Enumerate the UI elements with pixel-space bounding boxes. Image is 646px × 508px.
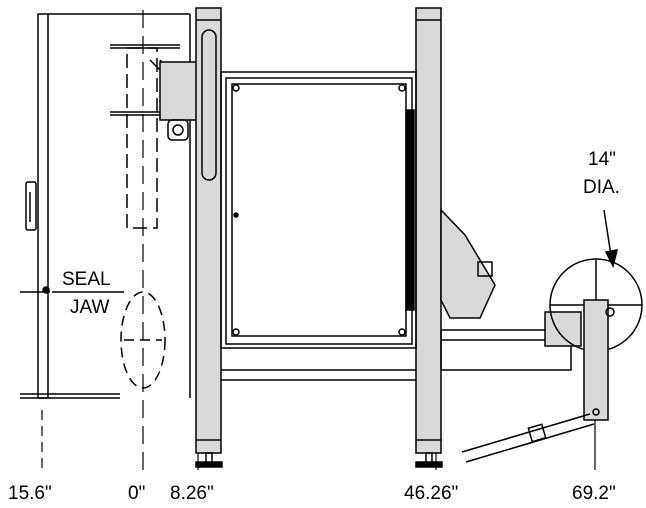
- dimension-label-left: 15.6": [8, 483, 52, 504]
- film-unwind-assembly: [440, 208, 643, 463]
- center-enclosure: [220, 71, 417, 349]
- dimension-label-frame-left: 8.26": [170, 483, 214, 504]
- dimension-lines: [41, 10, 596, 470]
- diameter-label-value: 14": [588, 149, 616, 170]
- main-frame: [195, 7, 442, 454]
- diameter-pointer: [603, 209, 619, 269]
- forming-tube-assembly: [110, 44, 201, 229]
- dimension-label-frame-right: 46.26": [404, 483, 459, 504]
- diameter-label-unit: DIA.: [583, 177, 620, 198]
- dimension-label-unwind: 69.2": [572, 483, 616, 504]
- dimension-label-zero: 0": [128, 483, 146, 504]
- seal-jaw: [120, 291, 166, 389]
- seal-jaw-label-top: SEAL: [62, 269, 111, 290]
- seal-jaw-label-bottom: JAW: [70, 297, 110, 318]
- leveling-feet: [195, 452, 443, 468]
